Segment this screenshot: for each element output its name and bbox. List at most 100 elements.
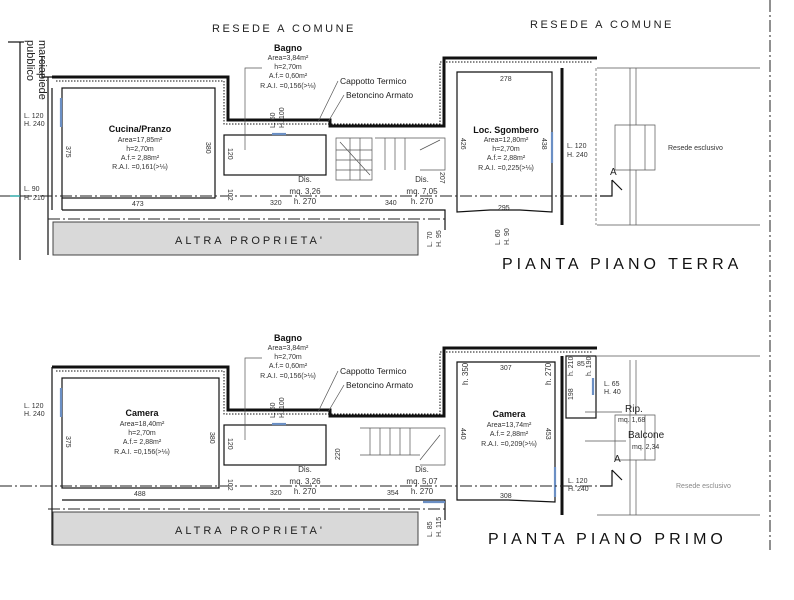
window-height: H. 240 (24, 411, 45, 418)
corridor-height: h. 270 (411, 487, 434, 496)
room-height: h=2,70m (274, 354, 302, 361)
window-height: H. 240 (568, 486, 589, 493)
dimension: 473 (132, 201, 144, 208)
balcony-name: Balcone (628, 430, 665, 441)
room-storage (456, 71, 553, 213)
dimension: h. 270 (544, 362, 553, 385)
window-width: L. 85 (427, 521, 434, 537)
dimension: 198 (568, 388, 575, 400)
window-height: H. 240 (24, 121, 45, 128)
room-label-kitchen: Cucina/Pranzo Area=17,85m² h=2,70m A.f.=… (109, 124, 172, 171)
dimension: h. 210 (568, 356, 575, 376)
balcony-and-yard (597, 355, 760, 516)
corridor-name: Dis. (415, 175, 429, 184)
window-width: L. 60 (270, 112, 277, 128)
room-height: h=2,70m (126, 146, 154, 153)
room-name: Bagno (274, 333, 303, 343)
room-name: Cucina/Pranzo (109, 124, 172, 134)
window-labels: L. 120 H. 240 L. 90 H. 210 L. 60 H. 100 … (24, 107, 588, 247)
window-labels: L. 120 H. 240 L. 60 H. 100 L. 85 H. 115 … (24, 381, 621, 537)
corridor-area: mq. 5,07 (406, 477, 438, 486)
dimension: 278 (500, 76, 512, 83)
room-area: Area=13,74m² (487, 422, 532, 429)
room-bedroom (61, 377, 220, 489)
dimension: h. 190 (586, 356, 593, 376)
dimension: h. 350 (461, 362, 470, 385)
leader-lines (317, 370, 345, 413)
balcony-label: Balcone mq. 2,34 (585, 430, 665, 451)
resede-label: Resede esclusivo (676, 483, 731, 490)
dimension: 380 (208, 432, 215, 444)
neighbor-label: ALTRA PROPRIETA' (175, 525, 325, 537)
concrete-label: Betoncino Armato (346, 380, 413, 390)
balcony-area: mq. 2,34 (632, 444, 659, 451)
room-height: h=2,70m (492, 146, 520, 153)
dimension: 120 (226, 438, 233, 450)
room-window-area: A.f.= 2,88m² (490, 431, 529, 438)
dimension: 102 (226, 189, 233, 201)
dimension: 340 (385, 200, 397, 207)
dimension: 207 (438, 172, 445, 184)
leader-lines (317, 80, 345, 123)
dimension: 220 (335, 448, 342, 460)
room-area: Area=3,84m² (268, 55, 309, 62)
neighbor-label: ALTRA PROPRIETA' (175, 235, 325, 247)
corridor-area: mq. 3,26 (289, 187, 321, 196)
room-storage (565, 355, 597, 419)
room-bathroom (223, 134, 327, 176)
outer-wall-insulated (52, 56, 597, 128)
insulation-hatch (56, 351, 593, 415)
room-height: h=2,70m (274, 64, 302, 71)
room-window-area: A.f.= 2,88m² (487, 155, 526, 162)
outer-wall-insulated (52, 346, 597, 418)
leader-line (244, 357, 262, 440)
resede-label: Resede esclusivo (668, 145, 723, 152)
room-area: Area=17,85m² (118, 137, 163, 144)
dimension: 102 (226, 479, 233, 491)
corridor-area: mq. 7,05 (406, 187, 438, 196)
corridor-name: Dis. (298, 465, 312, 474)
dimension: 308 (500, 493, 512, 500)
corridor-area: mq. 3,26 (289, 477, 321, 486)
window-height: H. 95 (436, 230, 443, 247)
room-rai: R.A.I. =0,161(>⅛) (112, 164, 168, 171)
plan-title: PIANTA PIANO TERRA (502, 256, 742, 273)
room-label-bedroom-2: Camera Area=13,74m² A.f.= 2,88m² R.A.I. … (481, 409, 537, 448)
room-rai: R.A.I. =0,156(>⅛) (114, 449, 170, 456)
window-height: H. 115 (436, 517, 443, 537)
dimension: 488 (134, 491, 146, 498)
leader-line (244, 67, 262, 150)
room-bathroom (223, 424, 327, 466)
neighbor-property (52, 511, 419, 546)
dimension: 426 (459, 138, 466, 150)
section-marker (600, 179, 623, 197)
staircase-upper (375, 137, 446, 171)
left-wall (41, 56, 53, 255)
room-area: Area=3,84m² (268, 345, 309, 352)
dimension: 120 (226, 148, 233, 160)
section-label: A (614, 454, 621, 465)
dimension: 375 (64, 146, 71, 158)
room-label-bathroom: Bagno Area=3,84m² h=2,70m A.f.= 0,60m² R… (244, 333, 316, 440)
room-area: Area=12,80m² (484, 137, 529, 144)
room-rai: R.A.I. =0,156(>⅛) (260, 373, 316, 380)
storage-area: mq. 1,68 (618, 417, 645, 424)
corridor-name: Dis. (415, 465, 429, 474)
room-window-area: A.f.= 2,88m² (123, 439, 162, 446)
corridor-height: h. 270 (411, 197, 434, 206)
dimension-labels: 375 380 120 488 102 320 220 354 307 440 … (64, 356, 593, 500)
room-kitchen (61, 87, 216, 199)
dimension: 438 (540, 138, 547, 150)
room-height: h=2,70m (128, 430, 156, 437)
corridor-label-1: Dis. mq. 3,26 h. 270 (289, 465, 321, 496)
dimension: 375 (64, 436, 71, 448)
ground-floor-plan: A ALTRA PROPRIETA' Cucina/Pranzo Area=17… (0, 43, 760, 273)
window-width: L. 120 (24, 113, 44, 120)
room-bedroom-2 (456, 361, 556, 503)
section-marker (600, 469, 623, 487)
section-label: A (610, 167, 617, 178)
window-width: L. 60 (270, 402, 277, 418)
window-height: H. 90 (504, 228, 511, 245)
header-left: RESEDE A COMUNE (212, 23, 356, 35)
